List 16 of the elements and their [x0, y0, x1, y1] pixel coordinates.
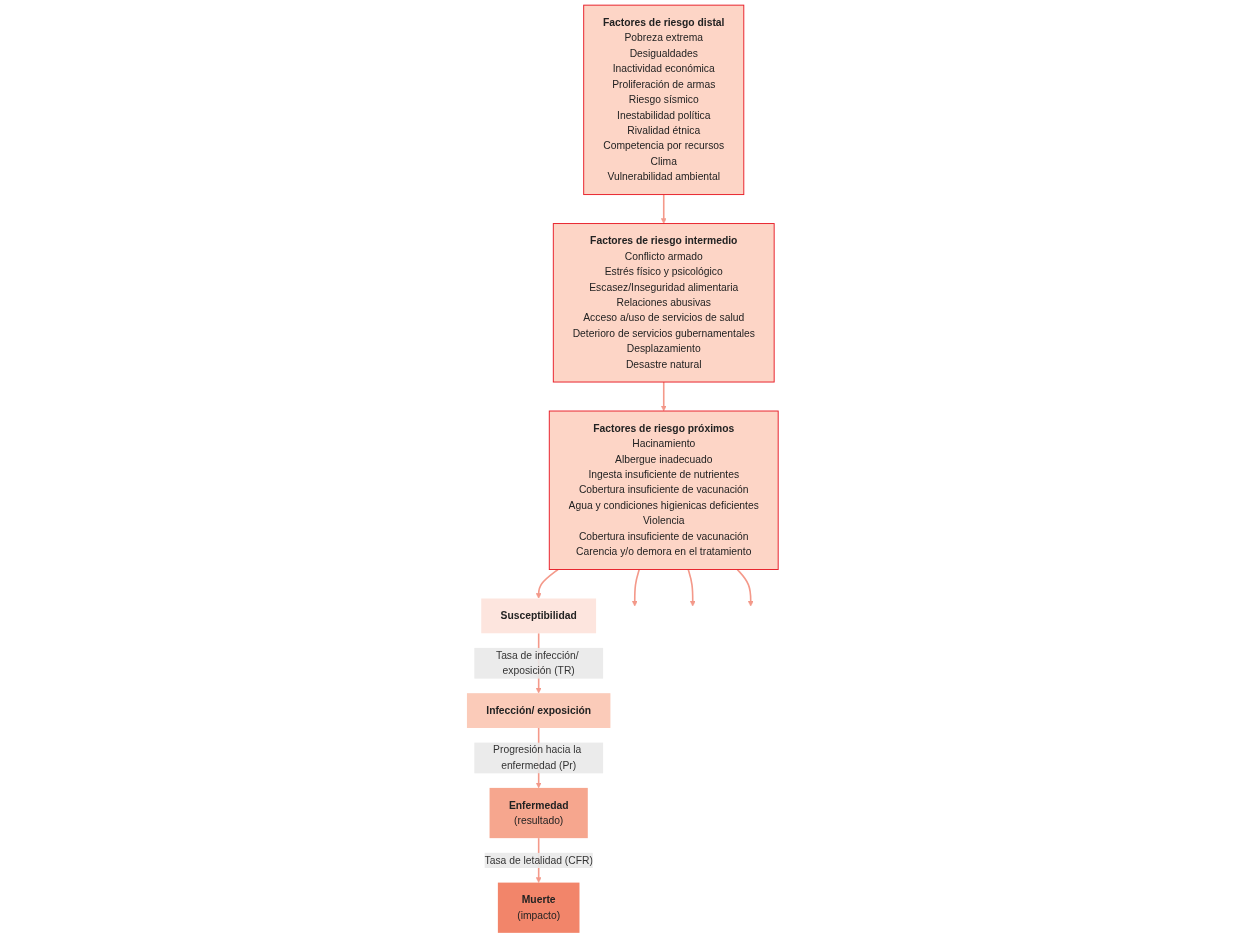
node-box: Factores de riesgo intermedio Conflicto armado Estrés físico y psicológico Escasez/Inseguridad alimentaria Relaciones abusivas Acceso a/uso de servicios de salud Deterioro de servicios gubernamentales Desplazamiento Desastre natural	[553, 223, 776, 383]
arrow	[736, 568, 754, 607]
arrow	[687, 568, 696, 607]
arrow	[632, 568, 641, 607]
arrow	[661, 381, 667, 412]
arrow	[536, 568, 560, 599]
node-box: Infección/ exposición	[467, 693, 611, 728]
node-box: Enfermedad (resultado)	[490, 787, 589, 839]
node-box: Muerte (impacto)	[498, 882, 580, 933]
edge-label: Tasa de letalidad (CFR)	[484, 854, 594, 866]
node-box: Factores de riesgo distal Pobreza extrema Desigualdades Inactividad económica Proliferación de armas Riesgo sísmico Inestabilidad política Rivalidad étnica Competencia por recursos Clima Vulnerabilidad ambiental	[583, 4, 745, 196]
edge-label: Progresión hacia la enfermedad (Pr)	[493, 744, 582, 771]
arrow	[661, 193, 667, 224]
edge-label: Tasa de infección/ exposición (TR)	[496, 649, 579, 677]
node-box: Factores de riesgo próximos Hacinamiento Albergue inadecuado Ingesta insuficiente de nutrientes Cobertura insuficiente de vacunación Agua y condiciones higienicas deficientes Violencia Cobertura insuficiente de vacunación Carencia y/o demora en el tratamiento	[549, 410, 780, 570]
node-box: Susceptibilidad	[481, 598, 597, 634]
